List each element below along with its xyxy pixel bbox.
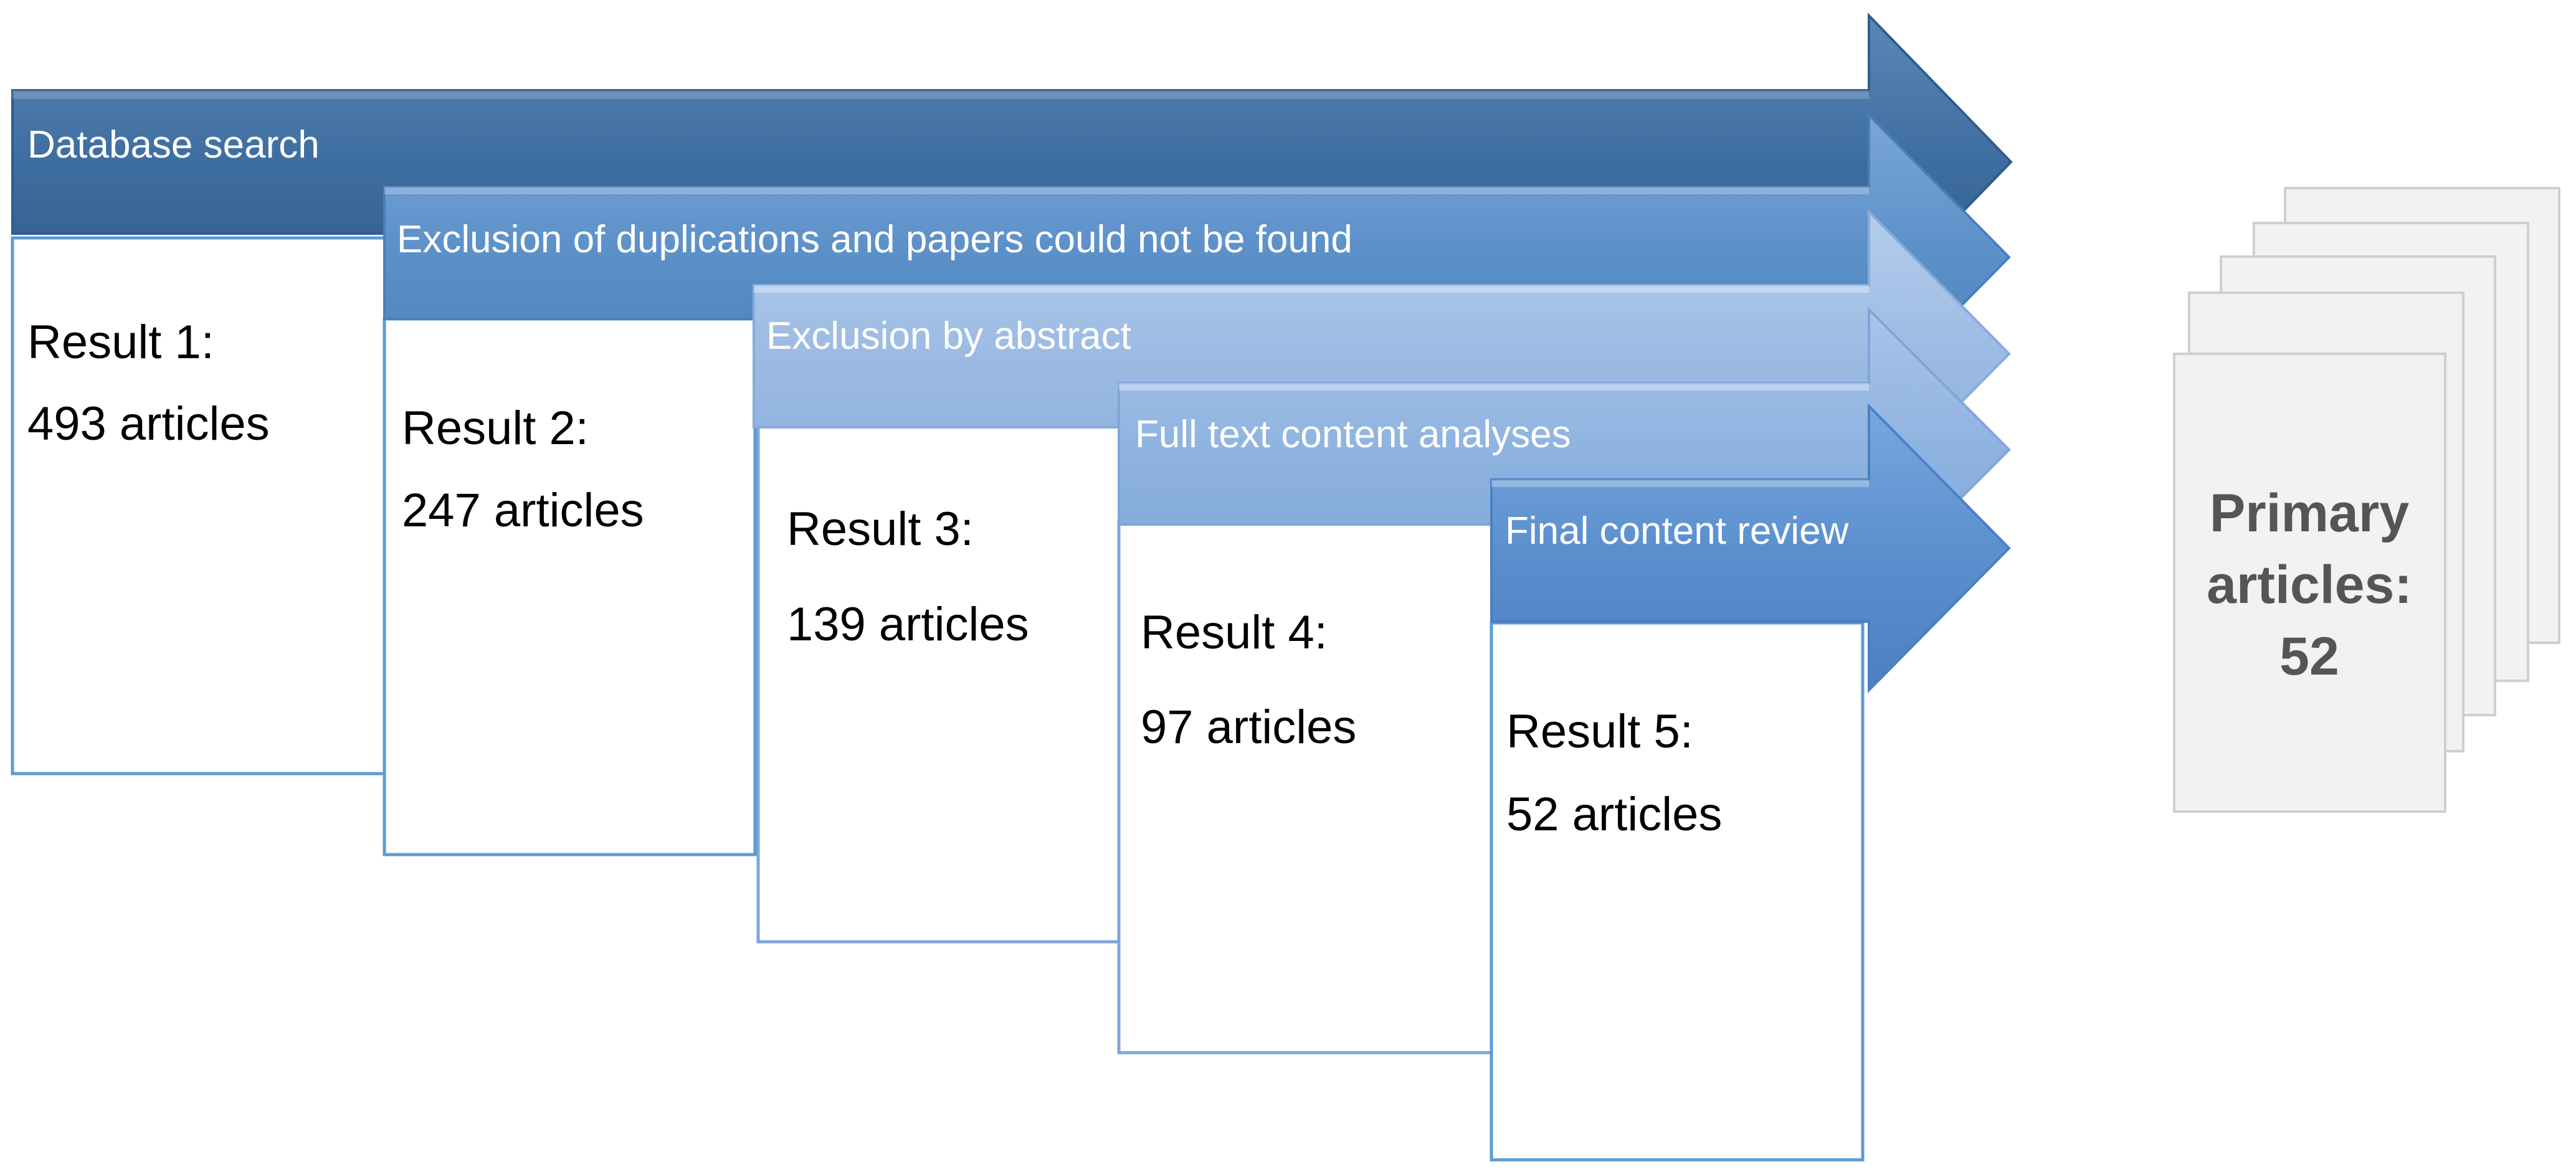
result-2-label: Result 2: bbox=[402, 402, 589, 455]
result-box-1: Result 1: 493 articles bbox=[11, 236, 388, 775]
stack-page-1 bbox=[2173, 353, 2446, 813]
result-3-label: Result 3: bbox=[787, 503, 974, 556]
result-1-value: 493 articles bbox=[27, 397, 270, 450]
result-3-value: 139 articles bbox=[787, 598, 1029, 651]
stage-5-title: Final content review bbox=[1505, 510, 1849, 552]
result-2-value: 247 articles bbox=[402, 484, 644, 537]
result-4-value: 97 articles bbox=[1141, 701, 1356, 754]
stage-3-title: Exclusion by abstract bbox=[766, 315, 1131, 358]
result-5-label: Result 5: bbox=[1506, 705, 1693, 758]
primary-line-2: articles: bbox=[2207, 555, 2412, 615]
stage-arrow-5: Final content review bbox=[1490, 403, 2011, 693]
primary-articles-stack: Primary articles: 52 bbox=[2173, 187, 2560, 813]
result-5-value: 52 articles bbox=[1506, 788, 1722, 841]
result-box-4: Result 4: 97 articles bbox=[1117, 519, 1495, 1055]
result-4-label: Result 4: bbox=[1141, 606, 1328, 659]
result-box-2: Result 2: 247 articles bbox=[383, 317, 757, 856]
result-box-3: Result 3: 139 articles bbox=[756, 415, 1121, 944]
result-1-label: Result 1: bbox=[27, 316, 214, 369]
primary-line-3: 52 bbox=[2279, 627, 2339, 686]
result-box-5: Result 5: 52 articles bbox=[1490, 621, 1865, 1162]
stage-1-title: Database search bbox=[27, 123, 320, 166]
primary-line-1: Primary bbox=[2210, 483, 2409, 543]
stage-2-title: Exclusion of duplications and papers cou… bbox=[397, 218, 1352, 261]
stage-4-title: Full text content analyses bbox=[1135, 413, 1571, 456]
